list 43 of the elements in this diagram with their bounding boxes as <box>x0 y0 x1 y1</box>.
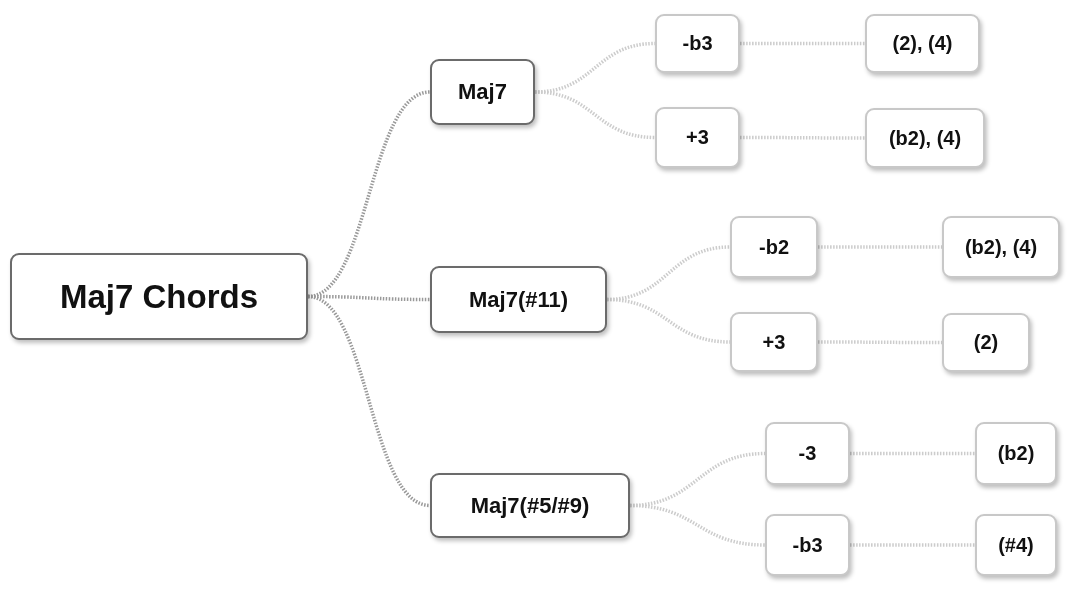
topic-label: -b3 <box>682 32 713 55</box>
topic-label: (b2), (4) <box>888 126 962 150</box>
topic-label: Maj7 <box>458 79 507 105</box>
topic-box <box>430 59 535 125</box>
dotted-connector <box>818 340 942 345</box>
subtopic-box <box>865 108 985 168</box>
dotted-connector <box>534 90 656 140</box>
topic-label: (#4) <box>998 533 1034 557</box>
dotted-connector <box>818 245 942 249</box>
subtopic-box <box>942 313 1030 372</box>
dotted-connector <box>308 294 430 302</box>
topic-label: Maj7 Chords <box>59 277 258 316</box>
topic-label: -3 <box>798 442 817 465</box>
dotted-connector <box>307 294 431 508</box>
topic-label: (2) <box>973 331 999 354</box>
subtopic-box <box>730 216 818 278</box>
topic-label: (b2), (4) <box>964 235 1038 259</box>
dotted-connector <box>740 41 865 46</box>
topic-label: Maj7(#11) <box>468 286 569 313</box>
subtopic-box <box>655 14 740 73</box>
topic-label: +3 <box>762 330 786 354</box>
dotted-connector <box>606 297 731 344</box>
topic-label: Maj7(#5/#9) <box>470 492 590 519</box>
subtopic-box <box>765 422 850 485</box>
topic-label: +3 <box>686 126 709 149</box>
topic-label: -b3 <box>792 533 823 557</box>
dotted-connector <box>740 135 865 140</box>
root-topic-box <box>10 253 308 340</box>
subtopic-box <box>865 14 980 73</box>
dotted-connector <box>629 503 766 547</box>
topic-label: -b2 <box>759 235 789 259</box>
subtopic-box <box>730 312 818 372</box>
topic-label: (2), (4) <box>892 32 953 55</box>
topic-label: (b2) <box>997 442 1035 465</box>
topic-box <box>430 473 630 538</box>
subtopic-box <box>975 514 1057 576</box>
subtopic-box <box>942 216 1060 278</box>
subtopic-box <box>765 514 850 576</box>
subtopic-box <box>975 422 1057 485</box>
dotted-connector <box>850 543 975 547</box>
topic-box <box>430 266 607 333</box>
subtopic-box <box>655 107 740 168</box>
dotted-connector <box>850 451 975 456</box>
